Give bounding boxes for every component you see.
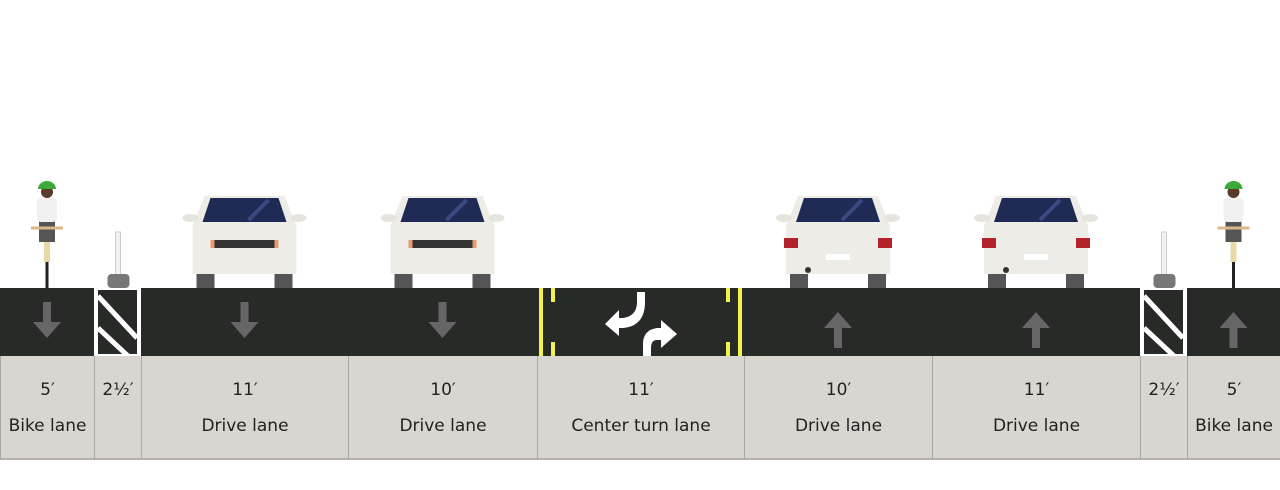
segment-illustration bbox=[537, 170, 744, 288]
car-front bbox=[380, 196, 505, 288]
segment-name: Drive lane bbox=[794, 416, 883, 436]
segment-label: 11′ Drive lane bbox=[932, 356, 1140, 460]
flex-post bbox=[1153, 231, 1176, 288]
segment-name: Drive lane bbox=[992, 416, 1081, 436]
segment-illustration bbox=[182, 196, 307, 288]
segment-width: 2½′ bbox=[102, 380, 134, 400]
segment-car[interactable]: 10′ Drive lane bbox=[744, 0, 932, 462]
segment-name: Drive lane bbox=[201, 416, 289, 436]
car-front bbox=[182, 196, 307, 288]
lane-markings bbox=[824, 312, 852, 348]
arrow-up-icon bbox=[824, 312, 852, 348]
lane-markings bbox=[1022, 312, 1050, 348]
lane-markings bbox=[1140, 288, 1187, 356]
segment-car[interactable]: 10′ Drive lane bbox=[348, 0, 537, 462]
segment-name: Bike lane bbox=[1195, 416, 1273, 436]
segment-illustration bbox=[107, 231, 130, 288]
car-rear bbox=[974, 196, 1098, 288]
segment-name: Bike lane bbox=[8, 416, 87, 436]
segment-width: 5′ bbox=[40, 380, 55, 400]
segment-label: 5′ Bike lane bbox=[0, 356, 94, 460]
segment-label: 11′ Drive lane bbox=[141, 356, 348, 460]
arrow-up-icon bbox=[1022, 312, 1050, 348]
center-turn-markings bbox=[539, 288, 742, 356]
segment-label: 10′ Drive lane bbox=[348, 356, 537, 460]
arrow-down-icon bbox=[428, 302, 457, 338]
segment-name: Drive lane bbox=[399, 416, 487, 436]
segment-label: 11′ Center turn lane bbox=[537, 356, 744, 460]
segment-car[interactable]: 11′ Drive lane bbox=[141, 0, 348, 462]
segment-bike[interactable]: 5′ Bike lane bbox=[1187, 0, 1280, 462]
segment-label: 2½′ bbox=[94, 356, 141, 460]
segment-illustration bbox=[31, 181, 63, 288]
segment-illustration bbox=[776, 196, 900, 288]
arrow-down-icon bbox=[230, 302, 259, 338]
segment-width: 11′ bbox=[1023, 380, 1050, 400]
lane-markings bbox=[230, 302, 259, 338]
car-rear bbox=[776, 196, 900, 288]
segment-label: 2½′ bbox=[1140, 356, 1187, 460]
hatch-marking bbox=[94, 288, 141, 356]
lane-markings bbox=[33, 302, 61, 338]
lane-markings bbox=[539, 288, 742, 356]
segment-buffer[interactable]: 2½′ bbox=[94, 0, 141, 462]
lane-markings bbox=[94, 288, 141, 356]
arrow-up-icon bbox=[1219, 312, 1248, 348]
segment-label: 5′ Bike lane bbox=[1187, 356, 1280, 460]
turn-right-arrow-icon bbox=[643, 320, 677, 356]
segment-width: 11′ bbox=[628, 380, 654, 400]
segment-bike[interactable]: 5′ Bike lane bbox=[0, 0, 94, 462]
segment-label: 10′ Drive lane bbox=[744, 356, 932, 460]
flex-post bbox=[107, 231, 130, 288]
segment-name: Center turn lane bbox=[571, 416, 711, 436]
segment-width: 5′ bbox=[1226, 380, 1242, 400]
segment-illustration bbox=[974, 196, 1098, 288]
lane-markings bbox=[1219, 312, 1248, 348]
segment-illustration bbox=[1153, 231, 1176, 288]
lane-markings bbox=[428, 302, 457, 338]
segment-width: 10′ bbox=[825, 380, 852, 400]
segment-width: 11′ bbox=[232, 380, 258, 400]
turn-left-arrow-icon bbox=[605, 292, 645, 336]
cyclist bbox=[31, 181, 63, 288]
cyclist bbox=[1217, 181, 1250, 288]
hatch-marking bbox=[1140, 288, 1187, 356]
segment-width: 10′ bbox=[430, 380, 456, 400]
arrow-down-icon bbox=[33, 302, 61, 338]
segment-width: 2½′ bbox=[1148, 380, 1180, 400]
segment-illustration bbox=[380, 196, 505, 288]
segment-buffer[interactable]: 2½′ bbox=[1140, 0, 1187, 462]
segment-car[interactable]: 11′ Drive lane bbox=[932, 0, 1140, 462]
segment-turn[interactable]: 11′ Center turn lane bbox=[537, 0, 744, 462]
segment-illustration bbox=[1217, 181, 1250, 288]
